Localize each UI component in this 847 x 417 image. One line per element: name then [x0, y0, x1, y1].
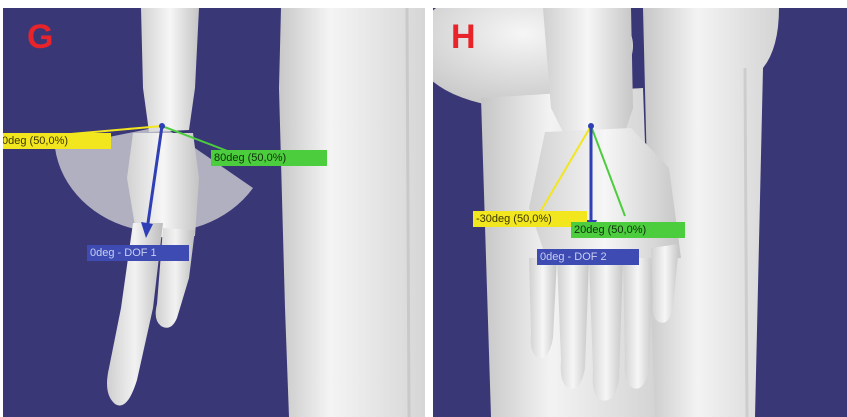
- angle-label-yellow: -30deg (50,0%): [473, 211, 587, 227]
- panel-letter-h: H: [451, 20, 476, 54]
- dof-label: 0deg - DOF 1: [87, 245, 189, 261]
- finger-4: [623, 258, 653, 389]
- angle-label-green: 80deg (50,0%): [211, 150, 327, 166]
- torso-edge: [745, 68, 747, 417]
- hand-shape: [127, 133, 199, 238]
- forearm-shape: [141, 8, 199, 132]
- torso-shape: [279, 8, 425, 417]
- scene-g: [3, 8, 425, 417]
- dof-label: 0deg - DOF 2: [537, 249, 639, 265]
- finger-right: [156, 228, 195, 328]
- viewport-h[interactable]: H -30deg (50,0%) 20deg (50,0%) 0deg - DO…: [433, 8, 847, 417]
- finger-2: [557, 258, 589, 389]
- torso-crease: [407, 8, 409, 417]
- viewport-g[interactable]: G 0deg (50,0%) 80deg (50,0%) 0deg - DOF …: [3, 8, 425, 417]
- joint-point: [159, 123, 165, 129]
- forearm-shape: [543, 8, 633, 132]
- panel-letter-g: G: [27, 20, 53, 54]
- joint-point: [588, 123, 594, 129]
- finger-3: [589, 258, 623, 401]
- angle-label-green: 20deg (50,0%): [571, 222, 685, 238]
- angle-label-yellow: 0deg (50,0%): [3, 133, 111, 149]
